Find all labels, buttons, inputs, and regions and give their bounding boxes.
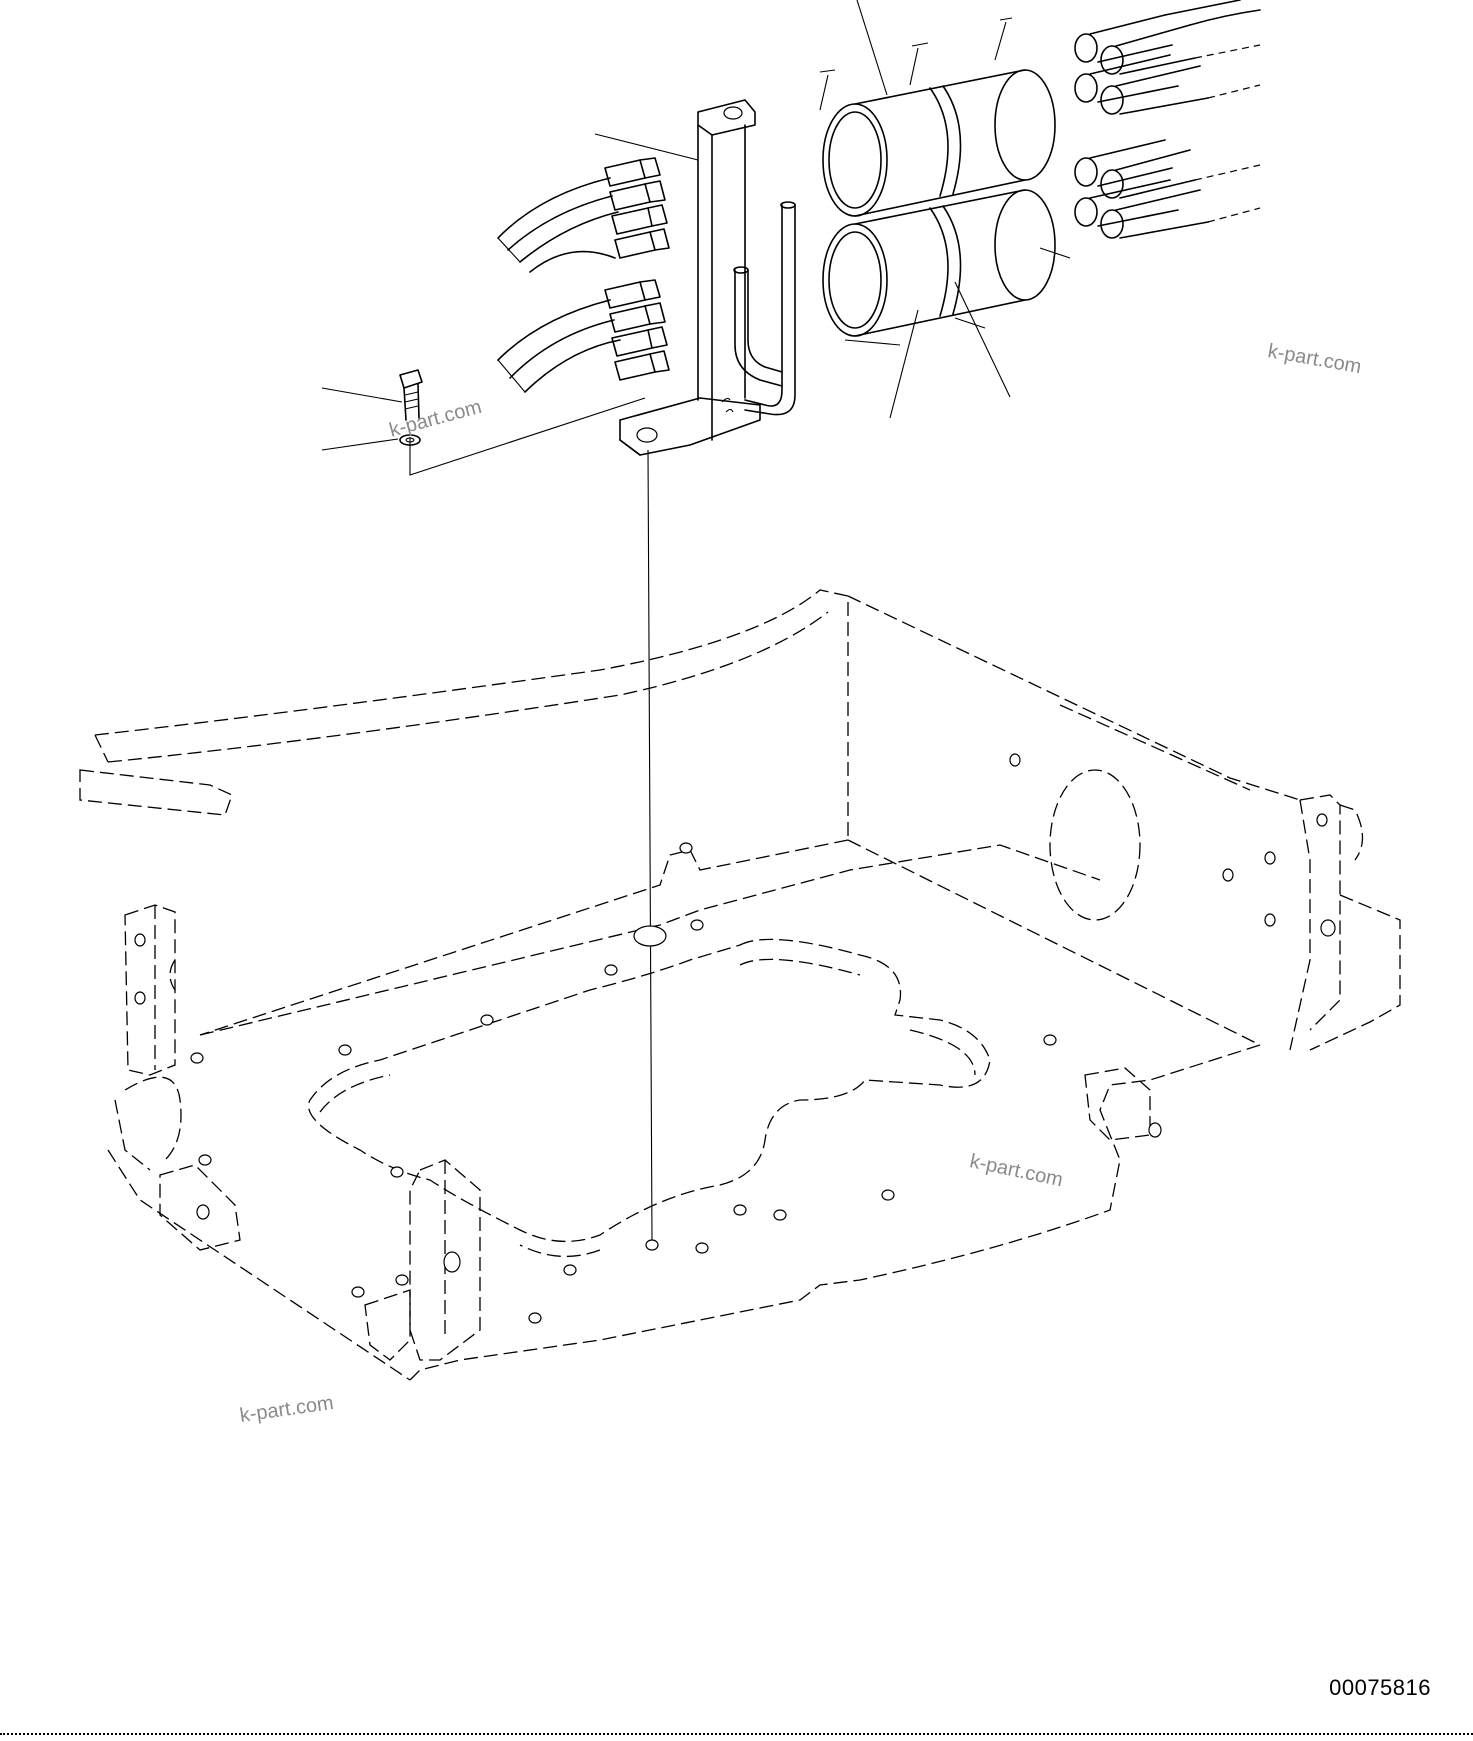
bolt [399, 369, 423, 421]
floor-frame [79, 589, 1401, 1381]
bracket [619, 99, 796, 456]
coupler-cylinder-upper [819, 17, 1056, 217]
washer [399, 434, 421, 446]
coupler-cylinder-lower [822, 189, 1071, 346]
page-border [0, 1733, 1473, 1735]
leader-lines [321, 0, 1011, 1241]
right-hose-group-lower [1074, 139, 1261, 239]
drawing-code: 00075816 [1329, 1675, 1431, 1700]
left-hose-group-upper [497, 157, 670, 273]
left-hose-group-lower [497, 279, 670, 393]
right-hose-group-upper [1074, 0, 1261, 115]
